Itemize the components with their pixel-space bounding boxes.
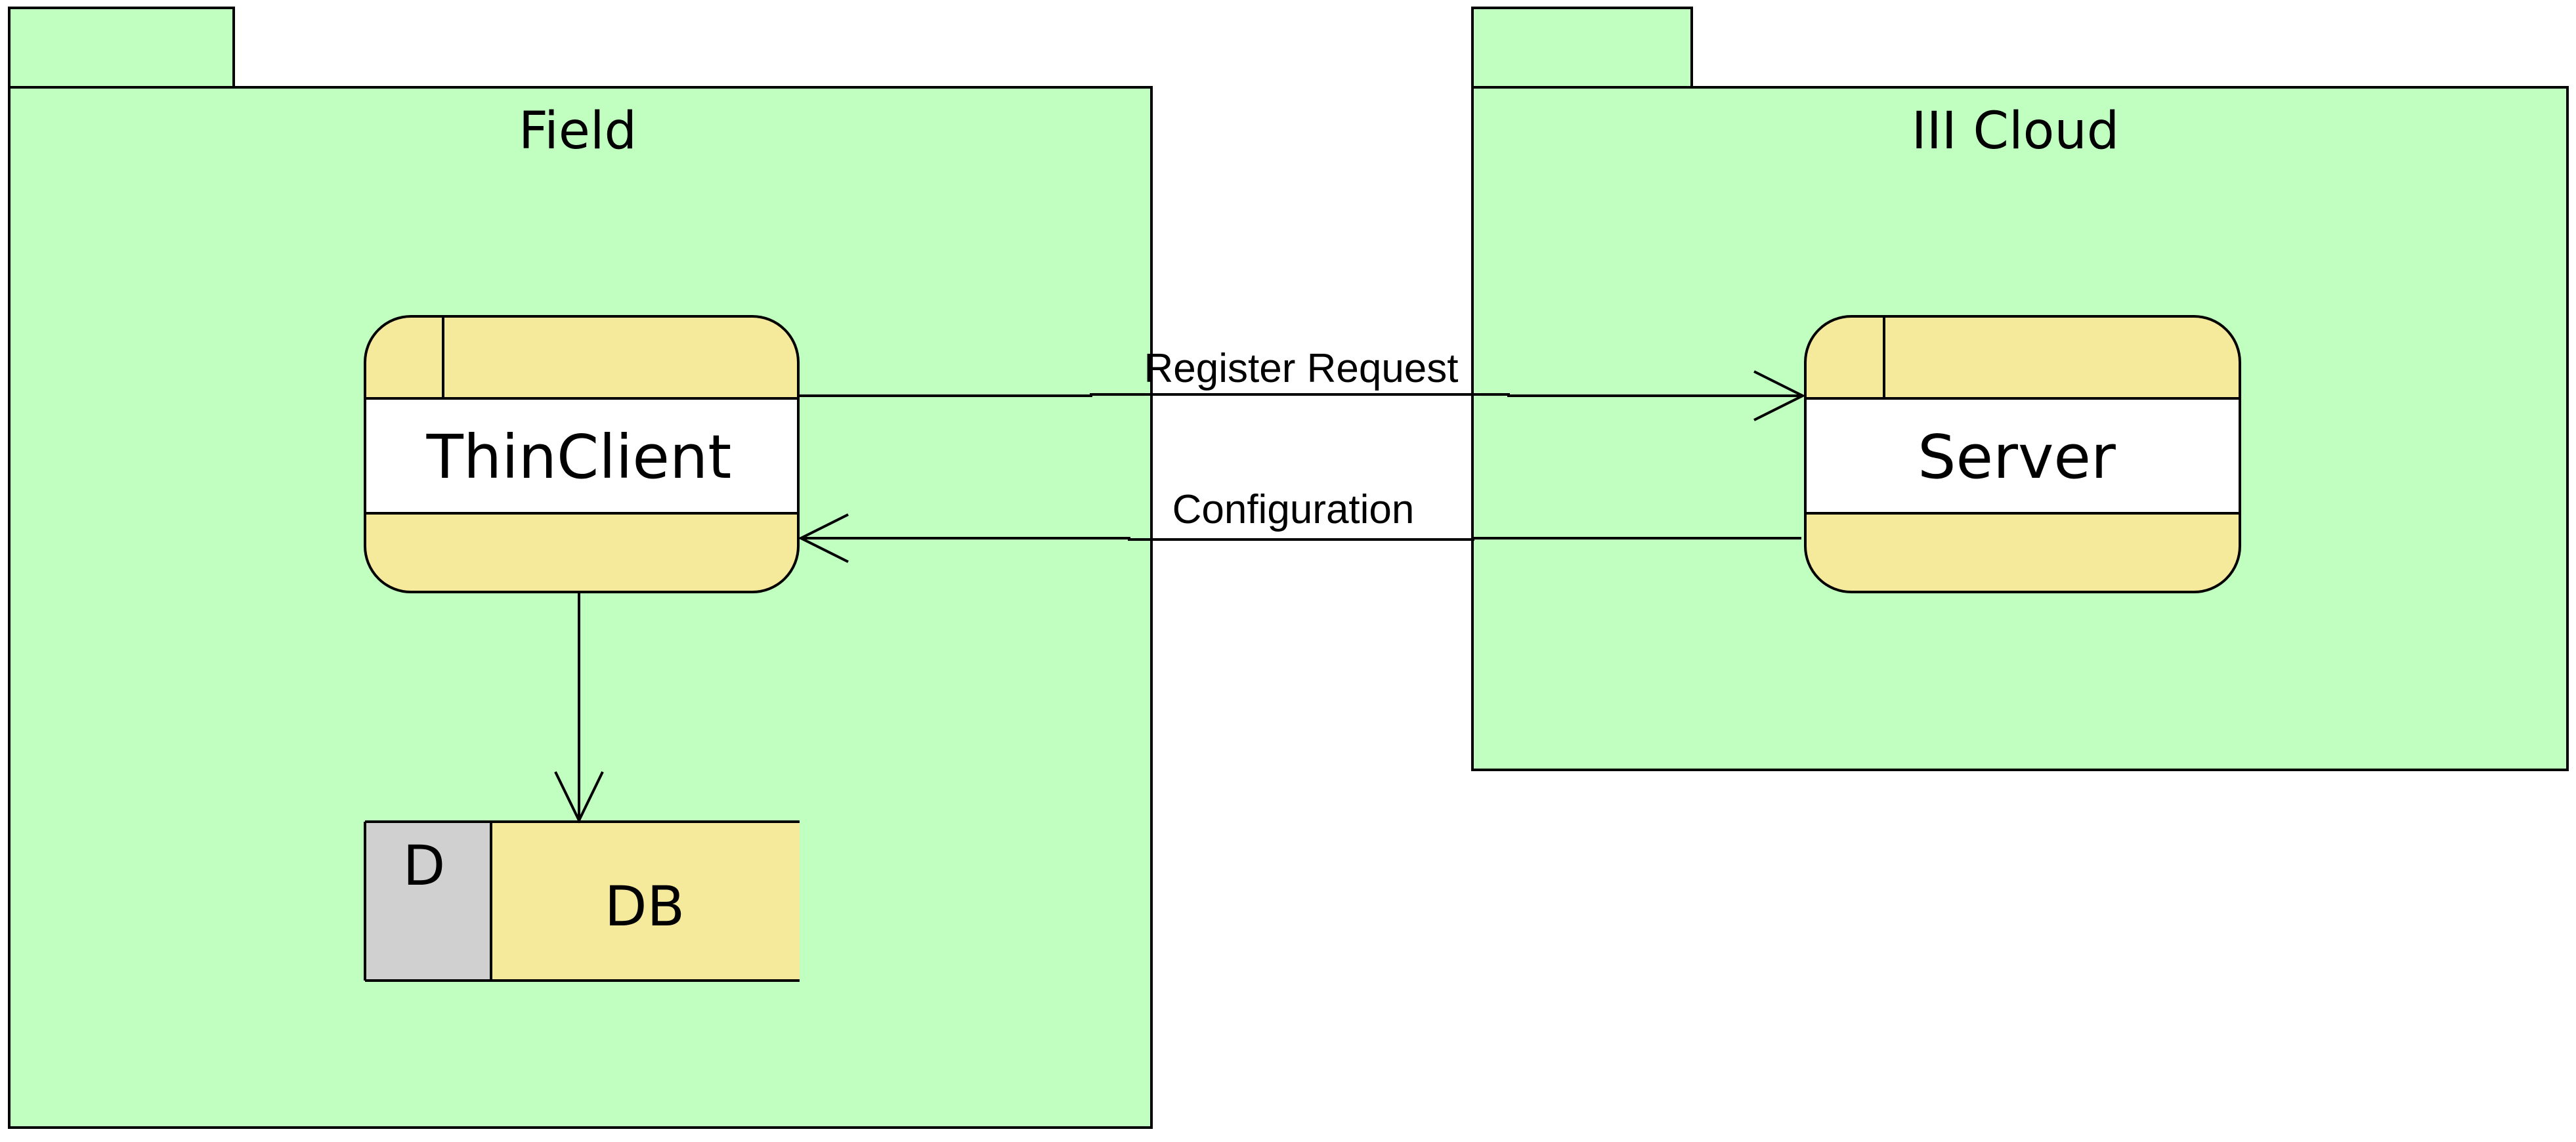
- flow-register-arrowhead: [1753, 370, 1806, 421]
- package-cloud-label: III Cloud: [1912, 102, 2120, 161]
- flow-register-line: [798, 393, 1803, 397]
- flow-thinclient-db-arrowhead: [554, 771, 604, 824]
- process-thinclient: ThinClient: [364, 315, 800, 593]
- process-server: Server: [1804, 315, 2241, 593]
- package-cloud-tab: [1471, 7, 1693, 89]
- package-field-tab: [8, 7, 235, 89]
- datastore-db: D DB: [364, 820, 800, 982]
- process-thinclient-label: ThinClient: [426, 422, 732, 492]
- process-thinclient-band: [364, 397, 800, 515]
- flow-configuration-line: [801, 537, 1801, 541]
- datastore-id-label: D: [403, 834, 446, 898]
- flow-thinclient-db: [554, 592, 604, 824]
- flow-configuration: Configuration: [798, 487, 1801, 563]
- flow-register-label: Register Request: [1144, 346, 1458, 391]
- datastore-name-label: DB: [605, 874, 685, 939]
- package-field-label: Field: [519, 102, 637, 161]
- process-server-label: Server: [1918, 422, 2116, 492]
- datastore-name-cell: [491, 822, 800, 981]
- flow-configuration-label: Configuration: [1172, 487, 1415, 532]
- flow-register-request: Register Request: [798, 346, 1806, 421]
- process-server-band: [1804, 397, 2241, 515]
- flow-configuration-arrowhead: [798, 513, 849, 563]
- datastore-id-cell: [365, 822, 491, 981]
